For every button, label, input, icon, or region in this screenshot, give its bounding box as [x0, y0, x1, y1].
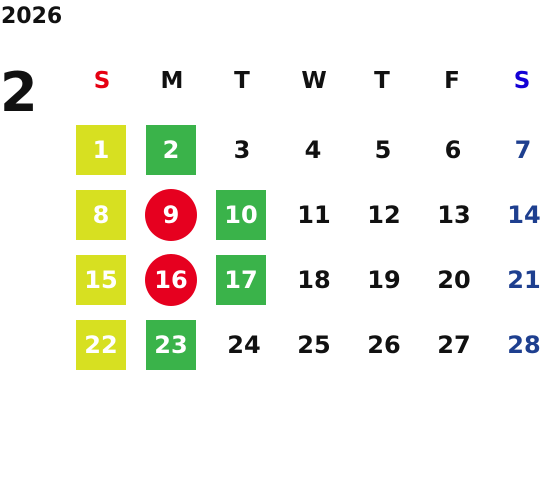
closed-day-highlight	[216, 190, 266, 240]
weekday-monday: M	[160, 68, 184, 94]
closed-day-highlight	[146, 125, 196, 175]
calendar-day-9[interactable]: 9	[141, 189, 201, 241]
holiday-highlight	[76, 190, 126, 240]
calendar-day-22[interactable]: 22	[71, 320, 131, 370]
weekday-friday: F	[444, 68, 460, 94]
calendar-day-23[interactable]: 23	[141, 320, 201, 370]
calendar-day-11[interactable]: 11	[297, 201, 331, 229]
calendar-day-6[interactable]: 6	[444, 136, 462, 164]
calendar-day-7[interactable]: 7	[514, 136, 532, 164]
calendar-day-13[interactable]: 13	[437, 201, 471, 229]
calendar-day-8[interactable]: 8	[71, 190, 131, 240]
calendar-day-25[interactable]: 25	[297, 331, 331, 359]
calendar-day-2[interactable]: 2	[141, 125, 201, 175]
calendar-day-12[interactable]: 12	[367, 201, 401, 229]
calendar-day-27[interactable]: 27	[437, 331, 471, 359]
calendar-day-20[interactable]: 20	[437, 266, 471, 294]
weekday-sunday: S	[93, 68, 111, 94]
calendar-day-17[interactable]: 17	[211, 255, 271, 305]
calendar-day-26[interactable]: 26	[367, 331, 401, 359]
closed-day-highlight	[146, 320, 196, 370]
calendar-day-24[interactable]: 24	[227, 331, 261, 359]
weekday-tuesday: T	[234, 68, 250, 94]
calendar-day-3[interactable]: 3	[233, 136, 251, 164]
calendar-day-16[interactable]: 16	[141, 254, 201, 306]
calendar-day-15[interactable]: 15	[71, 255, 131, 305]
calendar-month: 2	[0, 61, 38, 124]
calendar-day-28[interactable]: 28	[507, 331, 541, 359]
special-day-circle	[145, 189, 197, 241]
calendar-day-18[interactable]: 18	[297, 266, 331, 294]
calendar-day-14[interactable]: 14	[507, 201, 541, 229]
calendar-day-10[interactable]: 10	[211, 190, 271, 240]
weekday-wednesday: W	[301, 68, 327, 94]
closed-day-highlight	[216, 255, 266, 305]
calendar-day-4[interactable]: 4	[304, 136, 322, 164]
calendar-day-5[interactable]: 5	[374, 136, 392, 164]
calendar-day-19[interactable]: 19	[367, 266, 401, 294]
weekday-thursday: T	[374, 68, 390, 94]
weekday-saturday: S	[513, 68, 531, 94]
special-day-circle	[145, 254, 197, 306]
calendar-day-21[interactable]: 21	[507, 266, 541, 294]
calendar-year: 2026	[1, 4, 63, 29]
holiday-highlight	[76, 125, 126, 175]
holiday-highlight	[76, 320, 126, 370]
calendar-day-1[interactable]: 1	[71, 125, 131, 175]
holiday-highlight	[76, 255, 126, 305]
